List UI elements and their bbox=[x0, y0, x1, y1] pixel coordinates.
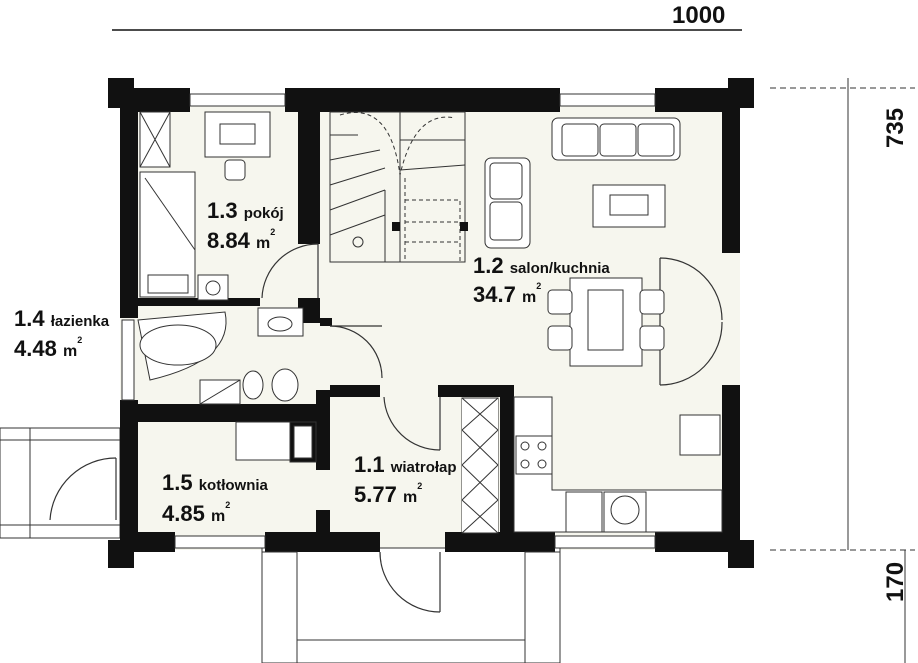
room-area: 5.77 bbox=[354, 482, 397, 507]
room-name: pokój bbox=[243, 205, 284, 222]
room-name: wiatrołap bbox=[390, 459, 457, 476]
room-unit-exp: 2 bbox=[225, 500, 231, 510]
room-1-1-area: 5.77 m2 bbox=[354, 481, 423, 507]
room-unit-exp: 2 bbox=[417, 481, 423, 491]
room-unit-exp: 2 bbox=[536, 281, 542, 291]
room-1-4-name: 1.4 łazienka bbox=[14, 308, 109, 330]
dimension-depth-main: 735 bbox=[882, 107, 909, 148]
room-unit: m bbox=[255, 235, 271, 252]
room-id: 1.4 bbox=[14, 306, 45, 331]
staircase bbox=[329, 111, 466, 263]
room-unit-exp: 2 bbox=[270, 227, 276, 237]
dimension-depth-porch: 170 bbox=[882, 561, 909, 602]
windows bbox=[121, 93, 656, 549]
room-id: 1.2 bbox=[473, 253, 504, 278]
room-id: 1.3 bbox=[207, 198, 238, 223]
outer-walls bbox=[108, 78, 754, 568]
room-1-5-name: 1.5 kotłownia bbox=[162, 472, 268, 494]
room-1-4-area: 4.48 m2 bbox=[14, 335, 83, 361]
kitchen-fixtures bbox=[513, 396, 723, 533]
room-1-1-name: 1.1 wiatrołap bbox=[354, 454, 457, 476]
room-1-3-name: 1.3 pokój bbox=[207, 200, 284, 222]
room-1-5-area: 4.85 m2 bbox=[162, 500, 231, 526]
porch-floor bbox=[261, 547, 561, 663]
room-unit: m bbox=[521, 289, 537, 306]
room-area: 8.84 bbox=[207, 228, 250, 253]
porch-columns bbox=[261, 551, 561, 663]
room-1-2-name: 1.2 salon/kuchnia bbox=[473, 255, 610, 277]
doors bbox=[49, 243, 723, 613]
inner-walls bbox=[135, 112, 514, 535]
room-unit-exp: 2 bbox=[77, 335, 83, 345]
room-unit: m bbox=[62, 343, 78, 360]
room-name: salon/kuchnia bbox=[509, 260, 610, 277]
room-name: łazienka bbox=[50, 313, 110, 330]
room-unit: m bbox=[402, 489, 418, 506]
room-1-3-area: 8.84 m2 bbox=[207, 227, 276, 253]
boiler-room-fixtures bbox=[235, 421, 317, 463]
room-area: 4.48 bbox=[14, 336, 57, 361]
room-1-2-area: 34.7 m2 bbox=[473, 281, 542, 307]
room-id: 1.1 bbox=[354, 452, 385, 477]
room-area: 4.85 bbox=[162, 501, 205, 526]
room-area: 34.7 bbox=[473, 282, 516, 307]
room-unit: m bbox=[210, 508, 226, 525]
room-id: 1.5 bbox=[162, 470, 193, 495]
bedroom-furniture bbox=[139, 111, 271, 301]
room-name: kotłownia bbox=[198, 477, 268, 494]
entrance-steps bbox=[0, 427, 121, 539]
living-room-furniture bbox=[484, 117, 681, 367]
dimension-width-total: 1000 bbox=[672, 2, 726, 29]
wardrobe bbox=[461, 397, 499, 534]
bathroom-fixtures bbox=[137, 307, 304, 405]
